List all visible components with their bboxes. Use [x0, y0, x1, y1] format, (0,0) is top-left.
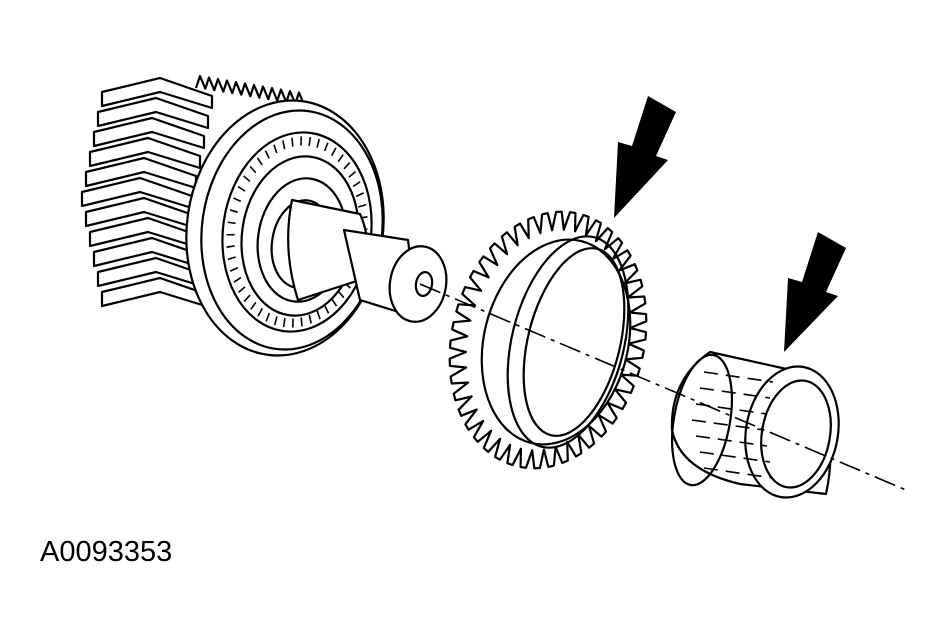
herringbone-tooth [194, 74, 207, 89]
inner-spline-teeth [226, 136, 368, 328]
spline-tooth [352, 181, 361, 188]
spline-tooth [323, 142, 329, 152]
shaft-end [388, 245, 448, 323]
figure-id-label: A0093353 [40, 536, 173, 568]
spline-tooth [343, 161, 351, 170]
herringbone-tooth [266, 86, 279, 101]
spur-gear-inner-ring [506, 235, 630, 449]
spline-tooth [243, 294, 251, 303]
spur-gear-icon [448, 210, 648, 470]
bearing-front-face [744, 365, 840, 499]
spline-tooth [337, 290, 345, 299]
roller-bearing-icon [670, 350, 840, 499]
indicator-arrow-icon [614, 96, 846, 352]
herringbone-tooth [100, 76, 214, 110]
spline-tooth [316, 138, 321, 148]
spline-tooth [229, 266, 239, 272]
herringbone-tooth [275, 88, 288, 102]
herringbone-tooth [203, 76, 216, 90]
spline-tooth [243, 175, 251, 183]
herringbone-tooth [96, 96, 210, 130]
spur-gear-outline [448, 210, 648, 470]
spline-tooth [282, 318, 286, 328]
herringbone-tooth [221, 79, 234, 93]
spline-tooth [249, 165, 257, 174]
spline-tooth [330, 147, 337, 157]
herringbone-tooth [92, 116, 206, 150]
spline-tooth [226, 245, 235, 248]
assembly-centerline [419, 283, 907, 491]
spline-tooth [282, 140, 286, 150]
bearing-back-edge [671, 353, 733, 487]
spline-tooth [291, 137, 294, 147]
spline-tooth [331, 298, 338, 307]
bearing-roller [691, 419, 765, 431]
bearing-roller [703, 371, 774, 383]
bearing-roller [699, 451, 771, 463]
spline-tooth [229, 209, 238, 213]
spline-tooth [358, 203, 367, 208]
herringbone-tooth [230, 80, 243, 95]
spline-tooth [233, 276, 242, 283]
spline-tooth [237, 185, 246, 192]
herringbone-tooth [248, 83, 261, 98]
spline-tooth [273, 316, 278, 326]
spline-tooth [250, 301, 257, 310]
bearing-roller [695, 435, 768, 447]
shaft-body [287, 198, 370, 302]
spline-tooth [227, 256, 236, 261]
spline-tooth [238, 286, 246, 293]
bearing-roller [699, 387, 771, 399]
spline-tooth [273, 144, 278, 154]
herringbone-tooth [88, 136, 202, 170]
herringbone-tooth [239, 82, 252, 96]
spline-tooth [308, 314, 312, 324]
spline-tooth [264, 150, 270, 159]
spur-gear-face-ring [480, 238, 632, 446]
bearing-roller [703, 467, 774, 479]
shaft-bore [414, 271, 434, 297]
spline-tooth [265, 312, 271, 322]
spline-tooth [355, 192, 365, 198]
spline-tooth [324, 305, 330, 314]
spline-tooth [256, 157, 263, 166]
spline-tooth [257, 307, 264, 317]
spline-tooth [308, 136, 312, 146]
spline-tooth [300, 317, 303, 327]
spline-tooth [227, 221, 236, 225]
herringbone-tooth [212, 77, 225, 92]
bearing-front-bore [760, 379, 832, 489]
spline-tooth [348, 171, 356, 178]
gear-arrow [614, 96, 676, 218]
bearing-arrow [784, 232, 846, 352]
countershaft-gear-cluster-icon [80, 74, 448, 357]
herringbone-tooth [284, 89, 297, 104]
herringbone-tooth [257, 85, 270, 99]
spline-tooth [337, 154, 344, 163]
spline-tooth [316, 310, 321, 320]
spline-tooth [233, 197, 242, 203]
